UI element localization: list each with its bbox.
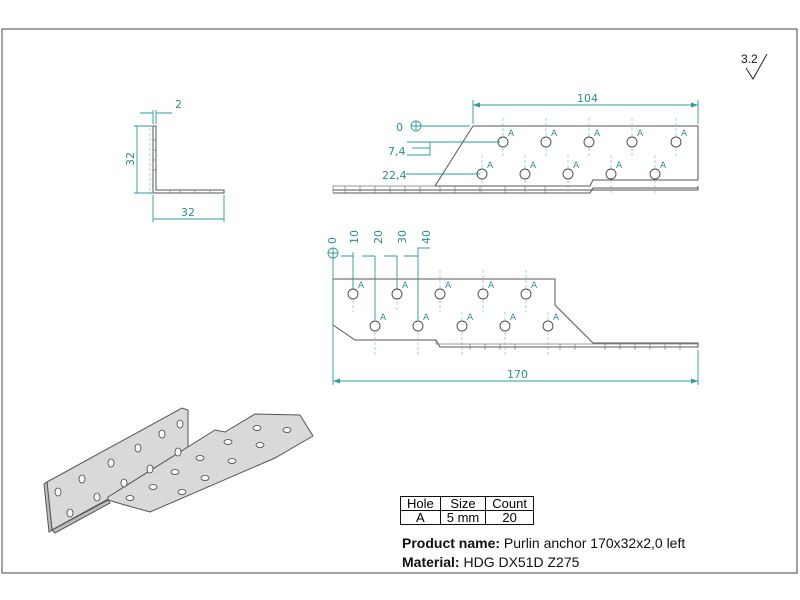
hole-marker: A	[573, 161, 580, 171]
dim-hole-span: 104	[577, 92, 598, 105]
hole-a	[605, 168, 617, 180]
hole-a	[626, 136, 638, 148]
hole-marker: A	[594, 129, 601, 139]
hole-marker: A	[660, 161, 667, 171]
hole-a	[562, 168, 574, 180]
front-view: A A A A A A A A A A 0 10 20 30 40 170	[326, 230, 699, 385]
dim-col-10: 10	[348, 230, 361, 244]
hole-marker: A	[488, 281, 495, 291]
hole-a	[456, 320, 468, 332]
hole-table-header-cell: Size	[439, 496, 487, 511]
hole-a	[499, 320, 511, 332]
end-view: 2 32 32	[124, 98, 225, 222]
hole-marker: A	[508, 129, 515, 139]
hole-marker: A	[380, 313, 387, 323]
dim-ordinate-0: 0	[396, 121, 403, 134]
hole-table-header-cell: Count	[485, 496, 534, 511]
hole-a	[649, 168, 661, 180]
material-value: HDG DX51D Z275	[463, 554, 580, 570]
hole-marker: A	[681, 129, 688, 139]
product-name-label: Product name:	[402, 535, 501, 551]
table-row: A 5 mm 20	[400, 510, 534, 525]
hole-a	[540, 136, 552, 148]
hole-a	[412, 320, 424, 332]
hole-marker: A	[530, 161, 537, 171]
hole-a	[519, 168, 531, 180]
hole-a	[542, 320, 554, 332]
hole-a	[347, 288, 359, 300]
roughness-value: 3.2	[741, 52, 758, 66]
roughness-symbol	[745, 53, 768, 80]
hole-table: Hole Size Count A 5 mm 20	[400, 496, 534, 525]
hole-marker: A	[551, 129, 558, 139]
hole-marker: A	[553, 313, 560, 323]
hole-marker: A	[402, 281, 409, 291]
dim-col-30: 30	[396, 230, 409, 244]
top-view: A A A A A A A A A A 104 0 7,4 22,4	[332, 92, 699, 195]
hole-a	[391, 288, 403, 300]
dim-col-40: 40	[420, 230, 433, 244]
hole-a	[583, 136, 595, 148]
dim-flange-height: 32	[124, 152, 137, 166]
dim-ordinate-7-4: 7,4	[388, 145, 406, 158]
product-name-line: Product name: Purlin anchor 170x32x2,0 l…	[402, 535, 685, 551]
hole-marker: A	[445, 281, 452, 291]
hole-a	[434, 288, 446, 300]
material-label: Material:	[402, 554, 460, 570]
hole-marker: A	[467, 313, 474, 323]
dim-ordinate-22-4: 22,4	[382, 169, 407, 182]
isometric-view	[43, 407, 314, 534]
hole-marker: A	[616, 161, 623, 171]
hole-marker: A	[637, 129, 644, 139]
hole-marker: A	[487, 161, 494, 171]
hole-marker: A	[423, 313, 430, 323]
dim-flange-width: 32	[181, 206, 195, 219]
dim-total-length: 170	[507, 368, 528, 381]
hole-marker: A	[531, 281, 538, 291]
hole-table-cell: 20	[485, 510, 534, 525]
hole-table-header: Hole Size Count	[400, 496, 534, 511]
dim-col-0: 0	[326, 237, 339, 244]
hole-table-header-cell: Hole	[400, 496, 441, 511]
hole-a	[670, 136, 682, 148]
hole-a	[369, 320, 381, 332]
hole-marker: A	[358, 281, 365, 291]
hole-a	[477, 288, 489, 300]
material-line: Material: HDG DX51D Z275	[402, 554, 579, 570]
hole-table-cell: A	[400, 510, 441, 525]
dim-col-20: 20	[372, 230, 385, 244]
product-name-value: Purlin anchor 170x32x2,0 left	[503, 535, 686, 551]
drawing-frame	[1, 28, 798, 574]
hole-table-cell: 5 mm	[439, 510, 487, 525]
hole-a	[520, 288, 532, 300]
dim-thickness: 2	[175, 98, 182, 111]
hole-marker: A	[510, 313, 517, 323]
